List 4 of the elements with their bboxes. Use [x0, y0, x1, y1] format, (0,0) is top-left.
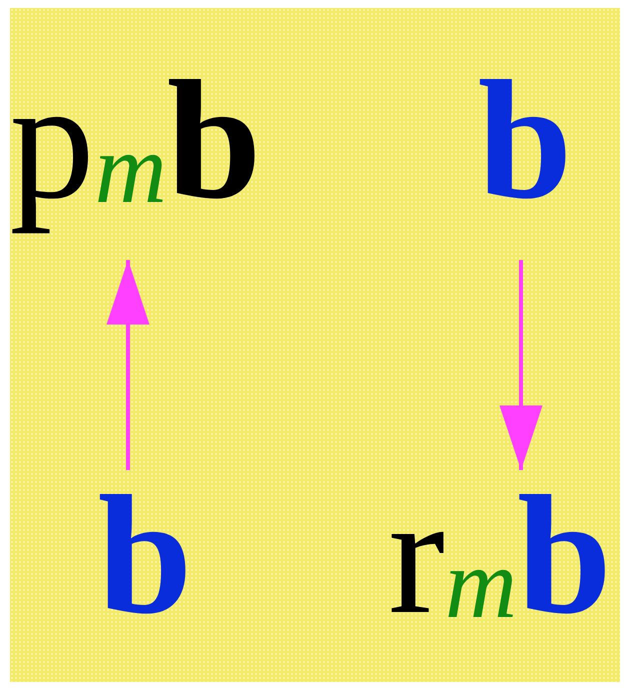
arrow — [499, 260, 543, 470]
arrow — [106, 260, 150, 470]
math-expression: b — [85, 470, 205, 675]
math-expression: b — [470, 55, 580, 260]
